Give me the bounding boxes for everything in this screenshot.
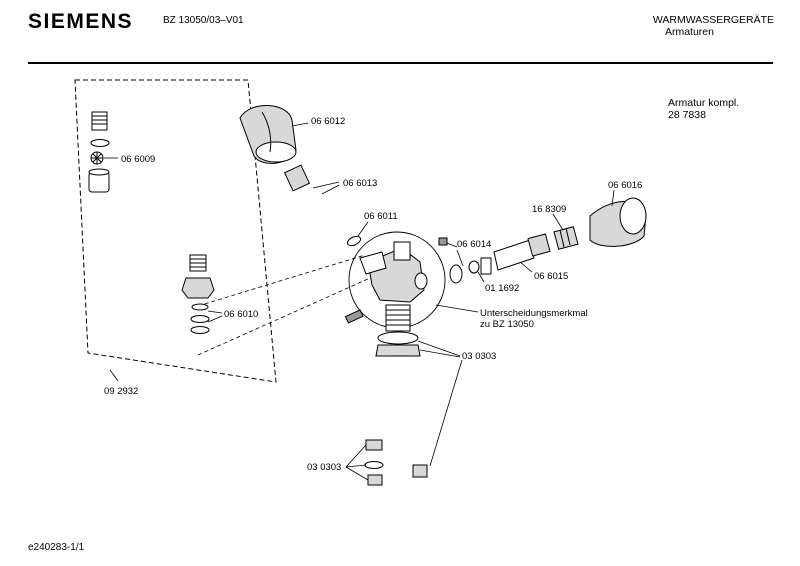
spout-group-boundary — [74, 79, 277, 383]
spout-thread — [91, 111, 108, 131]
valve-cartridge — [283, 164, 347, 237]
handle-cap — [239, 105, 297, 164]
valve-body — [359, 241, 428, 303]
part-label: 03 0303 — [462, 351, 496, 362]
grub-screw — [438, 237, 448, 246]
spout-seal-ring — [90, 139, 110, 147]
spout-nut — [181, 277, 215, 299]
cartridge-adapter — [553, 226, 579, 250]
seal-seat — [480, 257, 492, 275]
mounting-washer — [377, 331, 419, 345]
part-label: 06 6010 — [224, 309, 258, 320]
valve-washer — [449, 264, 463, 284]
note-line-2: zu BZ 13050 — [480, 319, 534, 330]
assembly-title: Armatur kompl. — [668, 97, 739, 109]
part-label: 09 2932 — [104, 386, 138, 397]
document-id: e240283-1/1 — [28, 542, 85, 553]
valve-stem-thread — [375, 304, 421, 357]
dashed-leader — [197, 254, 366, 307]
part-label: 03 0303 — [307, 462, 341, 473]
spout-washer — [190, 326, 210, 334]
part-label: 06 6016 — [608, 180, 642, 191]
spout-washer — [190, 315, 210, 323]
subcategory-title: Armaturen — [664, 26, 714, 38]
mixer-cartridge — [493, 233, 551, 271]
note-line-1: Unterscheidungsmerkmal — [480, 308, 588, 319]
pipe-nut — [412, 464, 428, 478]
brand-logo: SIEMENS — [28, 10, 134, 33]
part-label: 06 6013 — [343, 178, 377, 189]
pipe-washer — [364, 461, 384, 469]
part-label: 01 1692 — [485, 283, 519, 294]
grub-screw — [344, 309, 364, 324]
document-number: BZ 13050/03–V01 — [163, 15, 244, 26]
part-label: 06 6015 — [534, 271, 568, 282]
spout-o-ring — [191, 303, 209, 311]
part-label: 06 6009 — [121, 154, 155, 165]
part-label: 06 6011 — [364, 211, 398, 222]
cartridge-o-ring — [346, 235, 362, 247]
part-label: 06 6014 — [457, 239, 491, 250]
part-label: 16 8309 — [532, 204, 566, 215]
pipe-nut — [365, 439, 383, 451]
category-title: WARMWASSERGERÄTE — [652, 14, 774, 26]
small-o-ring — [468, 260, 480, 274]
pipe-nut — [367, 474, 383, 486]
part-label: 06 6012 — [311, 116, 345, 127]
handle-knob — [589, 197, 647, 247]
mounting-nut — [375, 344, 421, 357]
spout-pipe — [91, 85, 215, 299]
header-rule — [28, 62, 773, 64]
assembly-number: 28 7838 — [668, 109, 706, 121]
